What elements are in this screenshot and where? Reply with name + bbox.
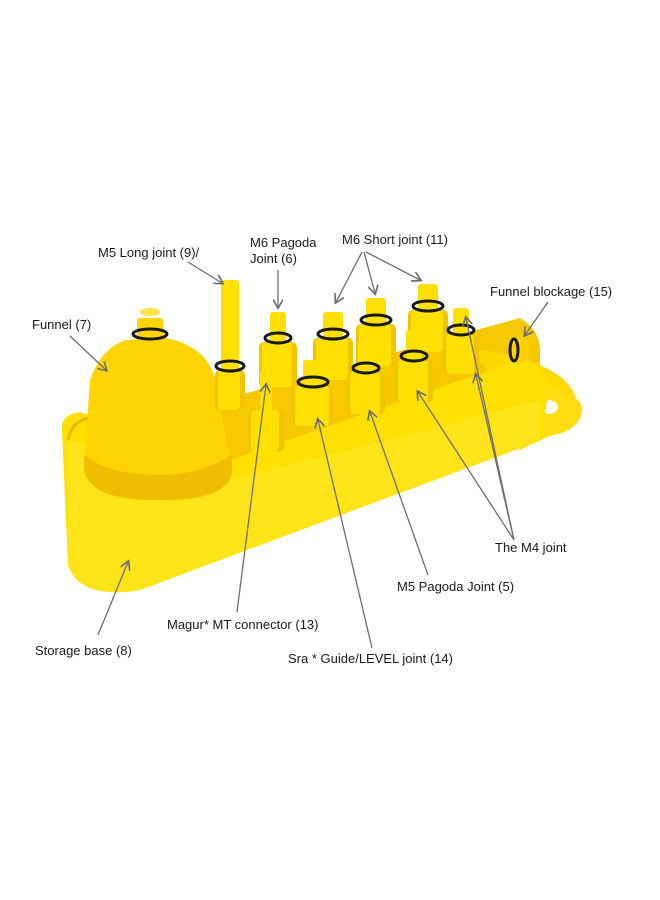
m4-joint-shape-1 xyxy=(443,308,479,374)
m5-long-joint-shape xyxy=(214,280,246,410)
label-storage-base: Storage base (8) xyxy=(35,643,132,658)
leader-lines xyxy=(69,251,549,649)
sra-guide-level-joint-shape xyxy=(292,360,334,426)
label-funnel-blockage: Funnel blockage (15) xyxy=(490,284,613,299)
label-m4-joint: The M4 joint xyxy=(495,540,567,555)
label-m5-long-joint: M5 Long joint (9)/ xyxy=(98,245,200,260)
label-m6-pagoda-joint: M6 Pagoda Joint (6) xyxy=(250,235,317,266)
label-funnel: Funnel (7) xyxy=(32,317,92,332)
magur-mt-connector-shape xyxy=(248,370,284,452)
label-magur-mt-connector: Magur* MT connector (13) xyxy=(167,617,319,632)
m5-pagoda-joint-shape xyxy=(347,342,385,414)
label-m5-pagoda-joint: M5 Pagoda Joint (5) xyxy=(397,579,515,594)
label-sra-guide-level-joint: Sra * Guide/LEVEL joint (14) xyxy=(288,651,453,666)
label-m6-short-joint: M6 Short joint (11) xyxy=(342,232,448,247)
funnel-blockage-illustration xyxy=(508,337,530,363)
funnel-illustration xyxy=(84,308,232,501)
